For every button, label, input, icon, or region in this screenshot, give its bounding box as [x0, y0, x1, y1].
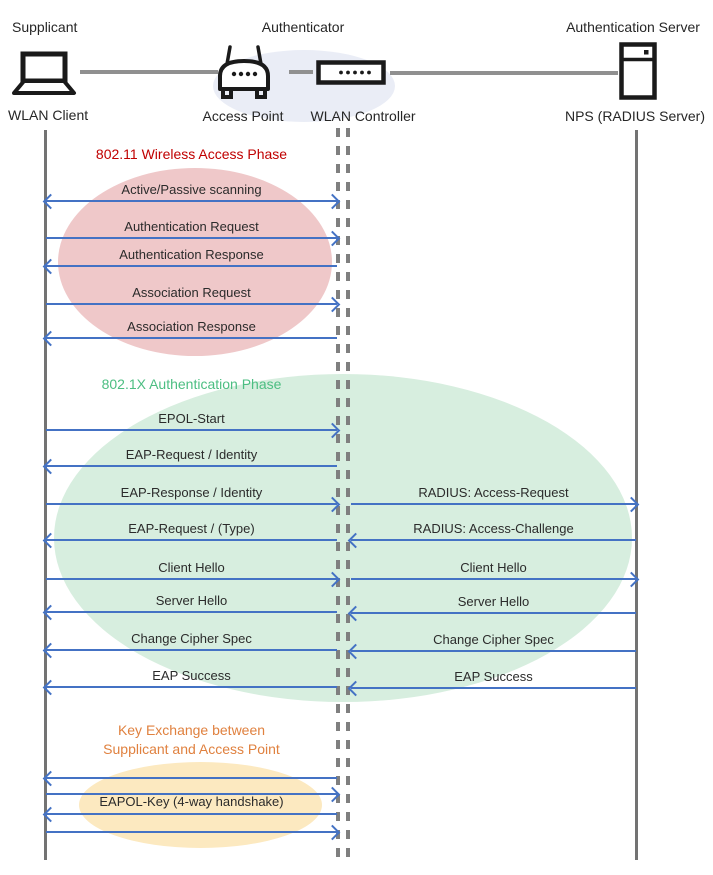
message-label: Client Hello: [460, 560, 527, 575]
key-exchange-arrow-3: [46, 793, 337, 815]
message-label: EAP-Request / (Type): [128, 521, 255, 536]
message-epol-start: EPOL-Start: [46, 409, 337, 431]
message-arrow: [46, 831, 337, 833]
key-exchange-title-line2: Supplicant and Access Point: [103, 741, 280, 757]
message-arrow: [351, 612, 636, 614]
message-label: Server Hello: [155, 593, 228, 608]
access-point-icon: [214, 44, 274, 101]
device-wlan-controller-label: WLAN Controller: [310, 108, 416, 124]
message-authentication-response: Authentication Response: [46, 245, 337, 267]
message-label: EAP-Request / Identity: [125, 447, 258, 462]
message-arrow: [46, 265, 337, 267]
message-label: Change Cipher Spec: [131, 631, 252, 646]
authenticator-lifeline-right: [346, 128, 350, 858]
supplicant-lifeline: [44, 130, 47, 860]
message-arrow: [46, 429, 337, 431]
message-arrow: [46, 777, 337, 779]
key-exchange-arrow-2: [46, 773, 337, 795]
message-radius-access-challenge: RADIUS: Access-Challenge: [351, 519, 636, 541]
message-eap-success-left: EAP Success: [46, 666, 337, 688]
message-server-hello-right: Server Hello: [351, 592, 636, 614]
connector-controller-to-server: [390, 71, 618, 75]
message-label: EPOL-Start: [158, 411, 225, 426]
authenticator-lifeline-left: [336, 128, 340, 858]
key-exchange-arrow-4: [46, 811, 337, 833]
device-access-point-label: Access Point: [202, 108, 284, 124]
message-eap-request-type: EAP-Request / (Type): [46, 519, 337, 541]
dot1x-phase-title: 802.1X Authentication Phase: [101, 376, 282, 392]
message-arrow: [46, 237, 337, 239]
wlan-controller-icon: [316, 60, 386, 85]
message-client-hello-right: Client Hello: [351, 558, 636, 580]
role-authentication-server-label: Authentication Server: [566, 19, 700, 35]
message-label: Authentication Response: [119, 247, 264, 262]
message-arrow: [46, 539, 337, 541]
message-arrow: [46, 503, 337, 505]
laptop-icon: [10, 50, 78, 97]
message-arrow: [351, 650, 636, 652]
connector-client-to-ap: [80, 70, 218, 74]
message-authentication-request: Authentication Request: [46, 217, 337, 239]
message-server-hello-left: Server Hello: [46, 591, 337, 613]
message-label: Change Cipher Spec: [433, 632, 554, 647]
message-label: EAP Success: [152, 668, 231, 683]
message-label: EAP-Response / Identity: [120, 485, 263, 500]
message-eap-response-identity: EAP-Response / Identity: [46, 483, 337, 505]
message-label: RADIUS: Access-Request: [418, 485, 569, 500]
message-label: Association Response: [127, 319, 256, 334]
wireless-phase-title: 802.11 Wireless Access Phase: [95, 146, 288, 162]
message-arrow: [351, 578, 636, 580]
message-arrow: [351, 539, 636, 541]
key-exchange-arrow-1: [46, 757, 337, 779]
message-arrow: [351, 503, 636, 505]
message-arrow: [46, 793, 337, 795]
message-label: RADIUS: Access-Challenge: [413, 521, 574, 536]
message-arrow: [351, 687, 636, 689]
message-label: Authentication Request: [124, 219, 259, 234]
role-authenticator-label: Authenticator: [261, 19, 345, 35]
server-icon: [619, 42, 657, 100]
message-arrow: [46, 649, 337, 651]
device-wlan-client-label: WLAN Client: [8, 107, 89, 123]
message-arrow: [46, 337, 337, 339]
message-arrow: [46, 200, 337, 202]
message-arrow: [46, 303, 337, 305]
connector-ap-to-controller: [289, 70, 313, 74]
message-eap-request-identity: EAP-Request / Identity: [46, 445, 337, 467]
message-label: Server Hello: [457, 594, 530, 609]
message-arrow: [46, 611, 337, 613]
message-association-response: Association Response: [46, 317, 337, 339]
message-change-cipher-spec-left: Change Cipher Spec: [46, 629, 337, 651]
message-label: EAP Success: [454, 669, 533, 684]
key-exchange-title-line1: Key Exchange between: [117, 722, 266, 738]
message-active-passive-scanning: Active/Passive scanning: [46, 180, 337, 202]
message-radius-access-request: RADIUS: Access-Request: [351, 483, 636, 505]
message-association-request: Association Request: [46, 283, 337, 305]
message-eap-success-right: EAP Success: [351, 667, 636, 689]
message-label: Client Hello: [158, 560, 225, 575]
message-label: Association Request: [132, 285, 251, 300]
message-arrow: [46, 578, 337, 580]
message-arrow: [46, 686, 337, 688]
message-arrow: [46, 465, 337, 467]
message-label: Active/Passive scanning: [121, 182, 262, 197]
auth-server-lifeline: [635, 130, 638, 860]
message-arrow: [46, 813, 337, 815]
role-supplicant-label: Supplicant: [12, 19, 78, 35]
message-client-hello-left: Client Hello: [46, 558, 337, 580]
key-exchange-label: EAPOL-Key (4-way handshake): [99, 794, 284, 809]
device-nps-label: NPS (RADIUS Server): [564, 108, 706, 124]
message-change-cipher-spec-right: Change Cipher Spec: [351, 630, 636, 652]
